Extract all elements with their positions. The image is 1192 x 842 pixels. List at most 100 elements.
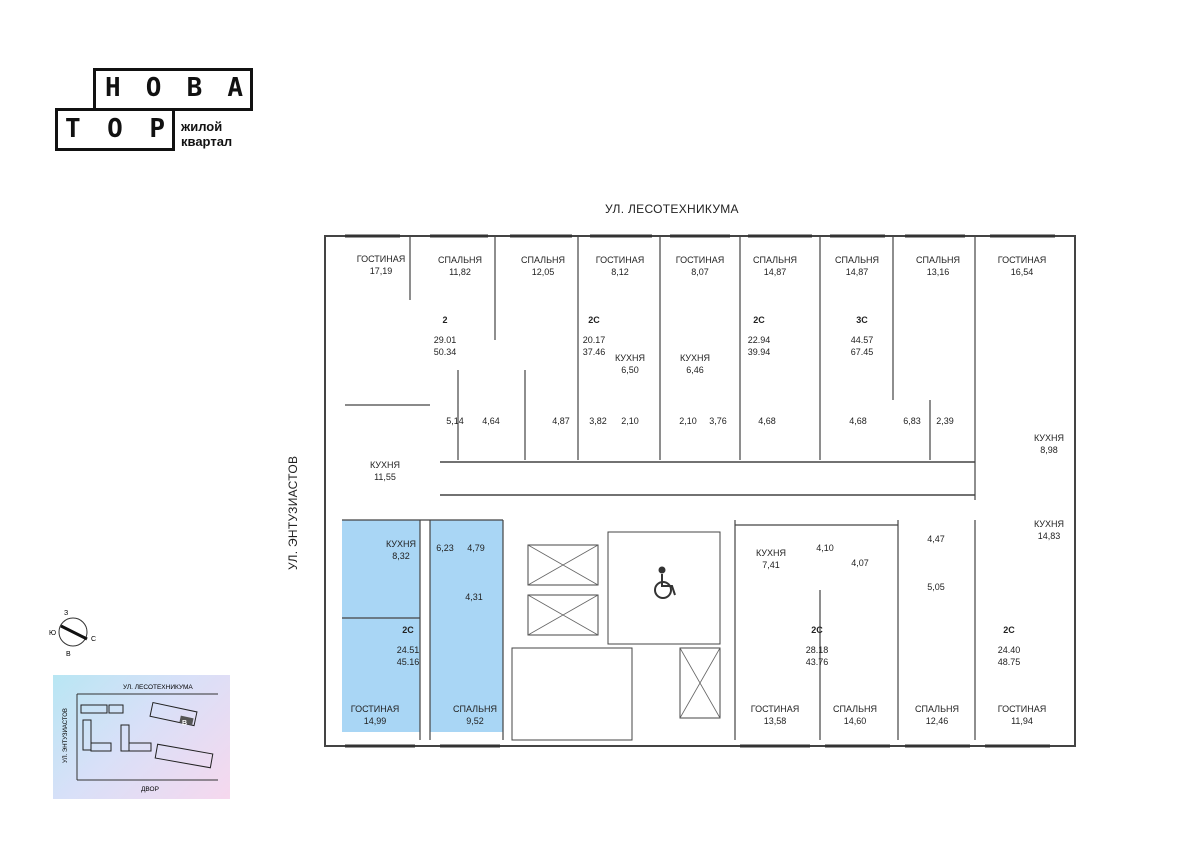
elevator-shaft <box>527 594 599 636</box>
minimap-bottom-label: ДВОР <box>141 786 159 793</box>
site-minimap: УЛ. ЛЕСОТЕХНИКУМА ДВОР УЛ. ЭНТУЗИАСТОВ В <box>53 675 230 799</box>
corridor-wall <box>440 461 975 496</box>
apartment-living-area: 24.51 <box>397 645 420 655</box>
apartment-total-area: 43.76 <box>806 657 829 667</box>
small-area-label: 4,79 <box>467 543 485 553</box>
wheelchair-icon <box>654 566 676 599</box>
logo-letter: Н <box>105 73 121 103</box>
minimap-left-label: УЛ. ЭНТУЗИАСТОВ <box>63 708 69 763</box>
apartment-type: 2 <box>442 315 447 325</box>
compass-n: З <box>64 610 68 617</box>
compass: З В С Ю <box>49 610 96 658</box>
minimap-drawing: УЛ. ЛЕСОТЕХНИКУМА ДВОР УЛ. ЭНТУЗИАСТОВ В <box>63 684 218 793</box>
room-label: КУХНЯ <box>680 353 710 363</box>
room-area: 14,99 <box>364 716 387 726</box>
room-area: 12,46 <box>926 716 949 726</box>
small-area-label: 6,83 <box>903 416 921 426</box>
room-area: 6,50 <box>621 365 639 375</box>
room-label: СПАЛЬНЯ <box>916 255 960 265</box>
interior-walls-bottom <box>342 519 976 740</box>
highlighted-apartment[interactable] <box>342 520 503 732</box>
apartment-type: 2С <box>811 625 823 635</box>
apartment-total-area: 37.46 <box>583 347 606 357</box>
logo-subtitle-line1: жилой <box>181 119 223 134</box>
compass-needle <box>60 624 88 641</box>
room-area: 7,41 <box>762 560 780 570</box>
room-area: 8,98 <box>1040 445 1058 455</box>
minimap-building <box>154 743 214 769</box>
small-area-label: 4,68 <box>849 416 867 426</box>
room-label: КУХНЯ <box>1034 519 1064 529</box>
elevator-lobby <box>607 531 721 645</box>
room-area: 14,87 <box>846 267 869 277</box>
minimap-section-label: В <box>182 720 187 727</box>
logo-row-1: Н О В А <box>105 73 243 103</box>
apartment-total-area: 39.94 <box>748 347 771 357</box>
apartment-type: 2С <box>753 315 765 325</box>
room-label: ГОСТИНАЯ <box>351 704 400 714</box>
outer-wall <box>324 235 1076 747</box>
room-area: 8,12 <box>611 267 629 277</box>
stairwell <box>511 647 633 741</box>
logo-letter: А <box>227 73 243 103</box>
shaft-right <box>679 647 721 719</box>
compass-s: В <box>66 651 71 658</box>
apartment-living-area: 44.57 <box>851 335 874 345</box>
room-label: КУХНЯ <box>615 353 645 363</box>
room-area: 14,83 <box>1038 531 1061 541</box>
small-area-label: 3,82 <box>589 416 607 426</box>
room-area: 12,05 <box>532 267 555 277</box>
apartment-type: 3С <box>856 315 868 325</box>
compass-e: С <box>91 636 96 643</box>
apartment-living-area: 24.40 <box>998 645 1021 655</box>
room-label: ГОСТИНАЯ <box>357 254 406 264</box>
elevator-shaft <box>527 544 599 586</box>
apartment-living-area: 28.18 <box>806 645 829 655</box>
room-label: СПАЛЬНЯ <box>833 704 877 714</box>
small-area-label: 5,05 <box>927 582 945 592</box>
room-label: СПАЛЬНЯ <box>915 704 959 714</box>
apartment-labels: 229.0150.342С20.1737.462С22.9439.943С44.… <box>397 315 1021 667</box>
small-area-label: 5,14 <box>446 416 464 426</box>
room-area: 8,32 <box>392 551 410 561</box>
compass-w: Ю <box>49 630 56 637</box>
highlight-living-kitchen <box>342 520 420 732</box>
apartment-type: 2С <box>588 315 600 325</box>
walls <box>324 235 1076 747</box>
small-area-label: 3,76 <box>709 416 727 426</box>
logo-letter: О <box>145 73 162 103</box>
room-label: КУХНЯ <box>756 548 786 558</box>
small-area-label: 4,64 <box>482 416 500 426</box>
highlight-bedroom-hall <box>430 520 503 732</box>
room-label: СПАЛЬНЯ <box>753 255 797 265</box>
small-area-label: 6,23 <box>436 543 454 553</box>
logo-subtitle: жилой квартал <box>181 119 232 149</box>
room-area: 16,54 <box>1011 267 1034 277</box>
shaft-crosses <box>527 544 721 719</box>
room-area: 11,94 <box>1011 716 1033 726</box>
room-label: СПАЛЬНЯ <box>453 704 497 714</box>
minimap-building <box>90 742 112 752</box>
room-area: 13,58 <box>764 716 787 726</box>
small-area-label: 4,07 <box>851 558 869 568</box>
room-area: 8,07 <box>691 267 709 277</box>
logo-letter: О <box>107 114 123 144</box>
apartment-total-area: 67.45 <box>851 347 874 357</box>
room-label: КУХНЯ <box>1034 433 1064 443</box>
logo-subtitle-line2: квартал <box>181 134 233 149</box>
minimap-building <box>128 742 152 752</box>
apartment-living-area: 29.01 <box>434 335 457 345</box>
compass-ring <box>58 617 88 647</box>
logo-frame-bottom <box>55 108 175 151</box>
street-top-label: УЛ. ЛЕСОТЕХНИКУМА <box>605 202 739 216</box>
logo-row-2: Т О Р <box>65 114 165 144</box>
small-area-label: 2,10 <box>679 416 697 426</box>
room-label: КУХНЯ <box>370 460 400 470</box>
small-area-label: 4,31 <box>465 592 483 602</box>
minimap-building <box>80 704 108 714</box>
logo-letter: Р <box>149 114 165 144</box>
room-area: 17,19 <box>370 266 393 276</box>
minimap-highlighted-section <box>179 715 194 726</box>
